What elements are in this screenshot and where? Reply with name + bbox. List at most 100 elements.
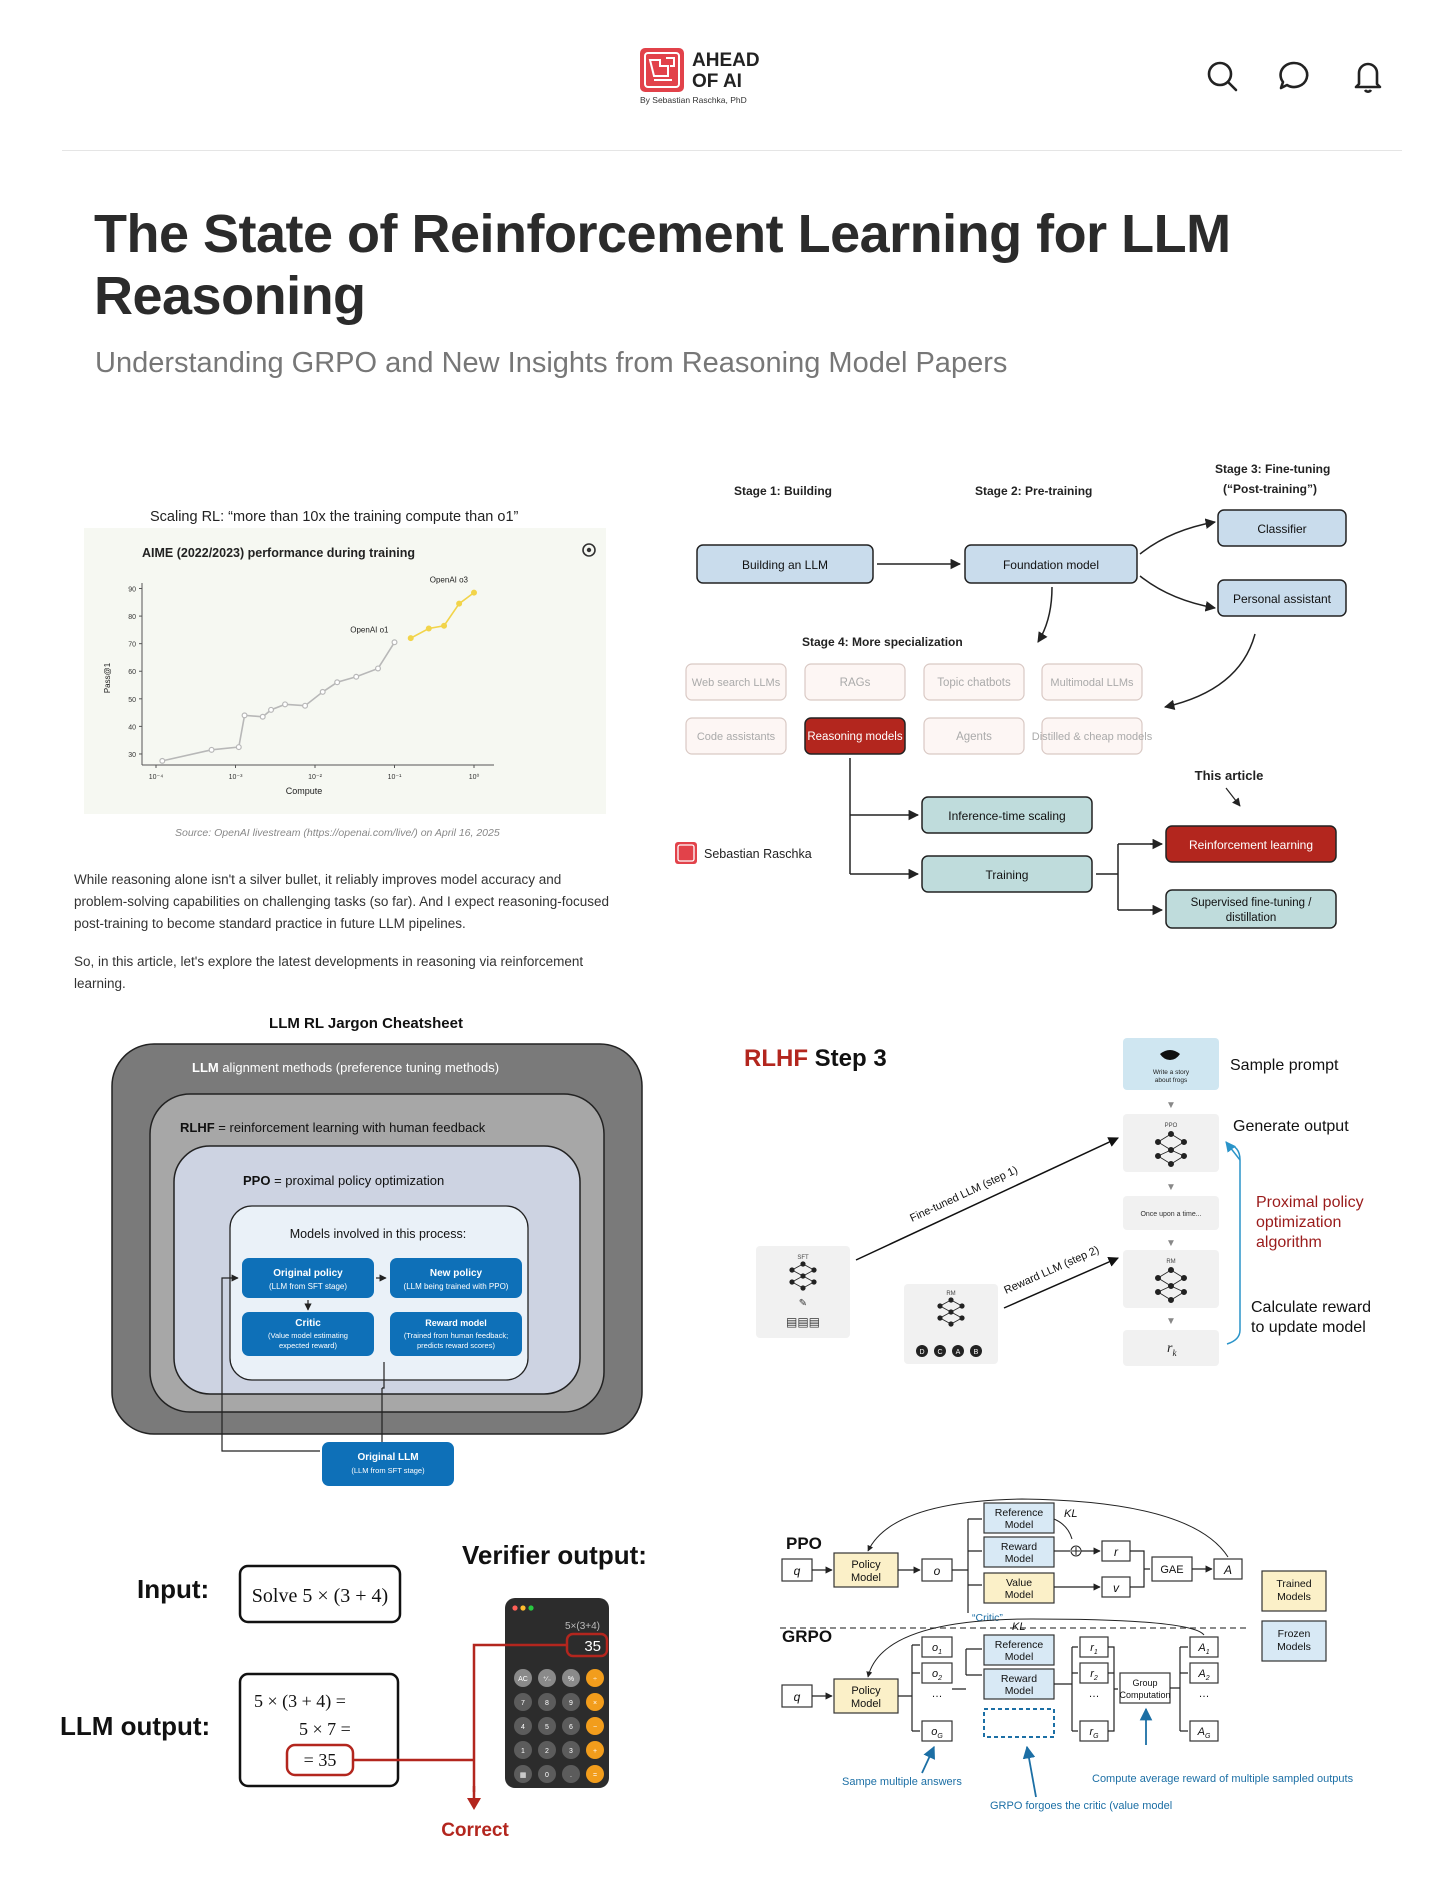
- calc-key: [514, 1741, 532, 1759]
- calc-reward-line1: Calculate reward: [1251, 1299, 1371, 1316]
- reward-net-icon: [1154, 1266, 1187, 1303]
- chart-source: Source: OpenAI livestream (https://opena…: [175, 827, 500, 839]
- spec-distilled: Distilled & cheap models: [1032, 731, 1153, 743]
- verifier-output-label: Verifier output:: [462, 1540, 647, 1570]
- ppo-algorithm-line2: optimization: [1256, 1214, 1341, 1231]
- cheatsheet-title: LLM RL Jargon Cheatsheet: [269, 1015, 463, 1032]
- verifier-diagram: Input: Solve 5 × (3 + 4) Verifier output…: [60, 1540, 647, 1841]
- data-point: [302, 702, 309, 709]
- author-logo-icon: [675, 842, 697, 864]
- grpo-a2: A2: [1197, 1668, 1209, 1682]
- reward-rk: rk: [1167, 1341, 1177, 1358]
- y-tick-label: 40: [128, 724, 136, 731]
- rlhf-step3-diagram: RLHF Step 3 Write a story about frogs Sa…: [744, 1038, 1371, 1366]
- data-point: [441, 622, 448, 629]
- calc-key: [562, 1717, 580, 1735]
- original-llm-sub: (LLM from SFT stage): [351, 1466, 425, 1475]
- paragraph-2: So, in this article, let's explore the l…: [74, 954, 584, 991]
- input-label: Input:: [137, 1574, 209, 1604]
- llm-output-line2: 5 × 7 =: [299, 1719, 351, 1739]
- y-tick-label: 50: [128, 697, 136, 704]
- stage4-label: Stage 4: More specialization: [802, 635, 963, 649]
- rl-box: Reinforcement learning: [1189, 838, 1313, 852]
- reward-llm-label: Reward LLM (step 2): [1002, 1244, 1101, 1297]
- grpo-policy-2: Model: [851, 1698, 881, 1710]
- svg-text:▼: ▼: [1166, 1100, 1176, 1111]
- spec-multimodal: Multimodal LLMs: [1050, 677, 1134, 689]
- once-upon-text: Once upon a time...: [1140, 1211, 1201, 1218]
- article-subtitle: Understanding GRPO and New Insights from…: [95, 347, 1008, 379]
- calc-key: [562, 1669, 580, 1687]
- note-sample: Sampe multiple answers: [842, 1776, 962, 1788]
- new-policy-sub: (LLM being trained with PPO): [404, 1282, 509, 1291]
- training-box: Training: [986, 868, 1029, 882]
- ppo-q: q: [794, 1564, 801, 1578]
- building-llm-box: Building an LLM: [742, 558, 828, 572]
- calc-key: [586, 1741, 604, 1759]
- jargon-cheatsheet: LLM RL Jargon Cheatsheet LLM alignment m…: [111, 1015, 643, 1486]
- calc-key-label: 9: [569, 1700, 573, 1707]
- ppo-rew-2: Model: [1005, 1553, 1034, 1565]
- original-policy-sub: (LLM from SFT stage): [269, 1282, 347, 1291]
- ppo-layer-label: PPO = proximal policy optimization: [243, 1173, 444, 1188]
- ppo-a: A: [1223, 1563, 1232, 1577]
- grpo-ag: AG: [1197, 1726, 1211, 1740]
- rm-net-label: RM: [1166, 1259, 1175, 1265]
- llm-stages-diagram: Stage 1: Building Stage 2: Pre-training …: [675, 462, 1347, 929]
- logo-byline: By Sebastian Raschka, PhD: [640, 95, 747, 105]
- svg-text:▼: ▼: [1166, 1182, 1176, 1193]
- reward-model-box: Reward model: [425, 1318, 487, 1328]
- critic-box: Critic: [295, 1318, 321, 1329]
- article-title: The State of Reinforcement Learning for …: [94, 204, 1231, 326]
- stage3-label: Stage 3: Fine-tuning: [1215, 462, 1330, 476]
- calc-key: [586, 1669, 604, 1687]
- svg-text:▼: ▼: [1166, 1238, 1176, 1249]
- ppo-policy-2: Model: [851, 1572, 881, 1584]
- calc-key-label: 8: [545, 1700, 549, 1707]
- critic-sub1: (Value model estimating: [268, 1331, 348, 1340]
- bell-icon[interactable]: [1350, 58, 1386, 94]
- grpo-ref-2: Model: [1005, 1651, 1034, 1663]
- site-logo[interactable]: AHEAD OF AI By Sebastian Raschka, PhD: [640, 44, 810, 114]
- search-icon[interactable]: [1204, 58, 1240, 94]
- calc-key-label: =: [593, 1772, 597, 1779]
- data-point: [235, 744, 242, 751]
- x-tick-label: 10⁰: [469, 773, 480, 781]
- author-name: Sebastian Raschka: [704, 847, 812, 861]
- svg-text:A: A: [956, 1349, 961, 1356]
- data-point: [334, 679, 341, 686]
- data-point: [259, 713, 266, 720]
- calc-key-label: .: [570, 1772, 572, 1779]
- calc-key: [538, 1741, 556, 1759]
- frog-icon: [1160, 1050, 1180, 1060]
- stage2-label: Stage 2: Pre-training: [975, 484, 1092, 498]
- openai-logo-icon: [582, 543, 596, 557]
- chart-caption: Scaling RL: “more than 10x the training …: [150, 509, 519, 525]
- sft-net-label: SFT: [797, 1255, 809, 1261]
- spec-reasoning-models: Reasoning models: [807, 731, 903, 743]
- chat-icon[interactable]: [1276, 58, 1312, 94]
- ppo-rew-1: Reward: [1001, 1541, 1037, 1553]
- x-tick-label: 10⁻¹: [388, 774, 402, 781]
- grpo-og: oG: [931, 1726, 943, 1740]
- calc-key-label: −: [593, 1724, 597, 1731]
- calc-key: [562, 1765, 580, 1783]
- calc-key-label: %: [568, 1676, 574, 1683]
- grpo-rew-2: Model: [1005, 1685, 1034, 1697]
- calc-key-label: 7: [521, 1700, 525, 1707]
- data-point: [407, 635, 414, 642]
- x-tick-label: 10⁻⁴: [149, 774, 164, 781]
- foundation-model-box: Foundation model: [1003, 558, 1099, 572]
- calc-key: [562, 1693, 580, 1711]
- data-point: [425, 625, 432, 632]
- correct-label: Correct: [441, 1820, 509, 1841]
- ppo-gae: GAE: [1160, 1564, 1183, 1576]
- grpo-a1: A1: [1197, 1642, 1209, 1656]
- calc-key: [514, 1693, 532, 1711]
- grpo-a-dots: …: [1199, 1688, 1210, 1700]
- llm-output-line3: = 35: [304, 1750, 337, 1770]
- paragraph-1: While reasoning alone isn't a silver bul…: [74, 872, 610, 931]
- ppo-algorithm-line1: Proximal policy: [1256, 1194, 1364, 1211]
- spec-topic-chatbots: Topic chatbots: [937, 677, 1011, 689]
- y-tick-label: 80: [128, 614, 136, 621]
